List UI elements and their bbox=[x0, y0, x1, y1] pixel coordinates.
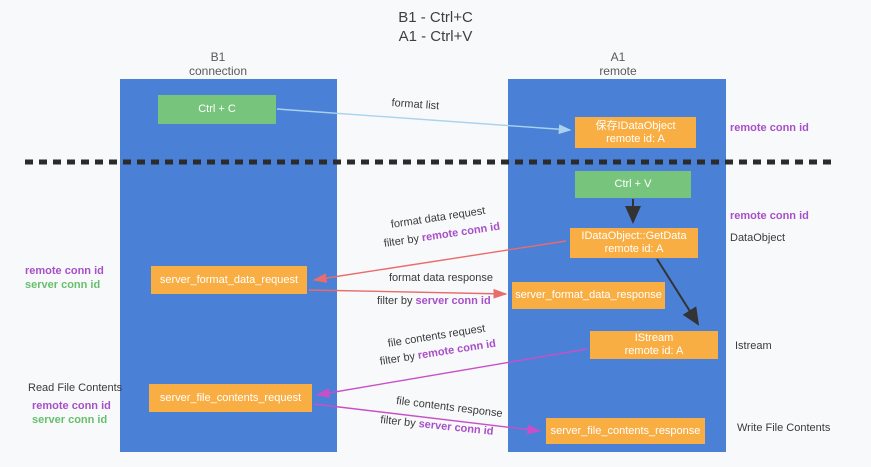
remote-conn-id-label-left2: remote conn id bbox=[32, 400, 111, 412]
ctrl-c-box: Ctrl + C bbox=[158, 95, 276, 124]
getdata-line2: remote id: A bbox=[604, 243, 664, 255]
conn-id-pair-top: remote conn id server conn id bbox=[25, 264, 104, 292]
conn-id-pair-bottom: remote conn id server conn id bbox=[32, 399, 111, 427]
column-header-a1-role: remote bbox=[599, 64, 637, 78]
write-file-contents-label: Write File Contents bbox=[737, 422, 831, 434]
server-format-data-response-label: server_format_data_response bbox=[515, 289, 662, 301]
remote-conn-id-label-top: remote conn id bbox=[730, 122, 809, 134]
istream-box: IStream remote id: A bbox=[590, 331, 718, 359]
filter-by-text: filter by bbox=[383, 232, 420, 250]
filter-by-text: filter by bbox=[379, 350, 416, 368]
read-file-contents-label: Read File Contents bbox=[28, 382, 123, 394]
server-format-data-request-box: server_format_data_request bbox=[151, 266, 307, 294]
ctrl-c-label: Ctrl + C bbox=[198, 103, 236, 115]
dataobject-label: DataObject bbox=[730, 232, 786, 244]
column-header-b1: B1 connection bbox=[158, 50, 278, 78]
server-file-contents-request-box: server_file_contents_request bbox=[149, 384, 312, 412]
save-idataobject-box: 保存IDataObject remote id: A bbox=[575, 117, 696, 148]
remote-conn-id-label-left: remote conn id bbox=[25, 265, 104, 277]
file-contents-response-label: file contents response bbox=[395, 395, 504, 420]
getdata-line1: IDataObject::GetData bbox=[581, 230, 687, 242]
title-line-2: A1 - Ctrl+V bbox=[398, 28, 473, 45]
server-conn-id-text: server conn id bbox=[415, 295, 491, 307]
server-format-data-request-label: server_format_data_request bbox=[159, 273, 299, 286]
remote-conn-id-label-mid: remote conn id bbox=[730, 210, 809, 222]
column-header-b1-name: B1 bbox=[210, 50, 226, 64]
istream-side-label: Istream bbox=[735, 340, 772, 352]
ctrl-v-box: Ctrl + V bbox=[575, 171, 691, 198]
filter-by-text: filter by bbox=[379, 414, 417, 430]
save-idataobject-line1: 保存IDataObject bbox=[595, 119, 676, 132]
server-conn-id-label-left: server conn id bbox=[25, 279, 101, 291]
column-header-b1-role: connection bbox=[188, 64, 248, 78]
title-line-1: B1 - Ctrl+C bbox=[398, 9, 473, 26]
server-file-contents-request-label: server_file_contents_request bbox=[159, 391, 302, 404]
save-idataobject-line2: remote id: A bbox=[606, 132, 665, 145]
format-data-response-label: format data response bbox=[389, 272, 493, 284]
server-file-contents-response-label: server_file_contents_response bbox=[550, 424, 701, 437]
column-header-a1-name: A1 bbox=[610, 50, 626, 64]
format-list-label: format list bbox=[391, 97, 440, 113]
istream-line2: remote id: A bbox=[624, 345, 684, 357]
server-format-data-response-box: server_format_data_response bbox=[512, 282, 665, 309]
server-conn-id-label-left2: server conn id bbox=[32, 414, 108, 426]
filter-by-text: filter by bbox=[377, 295, 413, 307]
page-title: B1 - Ctrl+C A1 - Ctrl+V bbox=[0, 8, 871, 46]
column-header-a1: A1 remote bbox=[558, 50, 678, 78]
istream-line1: IStream bbox=[634, 332, 674, 344]
server-conn-id-text: server conn id bbox=[418, 418, 495, 438]
server-file-contents-response-box: server_file_contents_response bbox=[546, 418, 705, 444]
arrow-format-data-response bbox=[308, 288, 508, 299]
ctrl-v-label: Ctrl + V bbox=[614, 178, 652, 190]
getdata-box: IDataObject::GetData remote id: A bbox=[570, 228, 698, 258]
